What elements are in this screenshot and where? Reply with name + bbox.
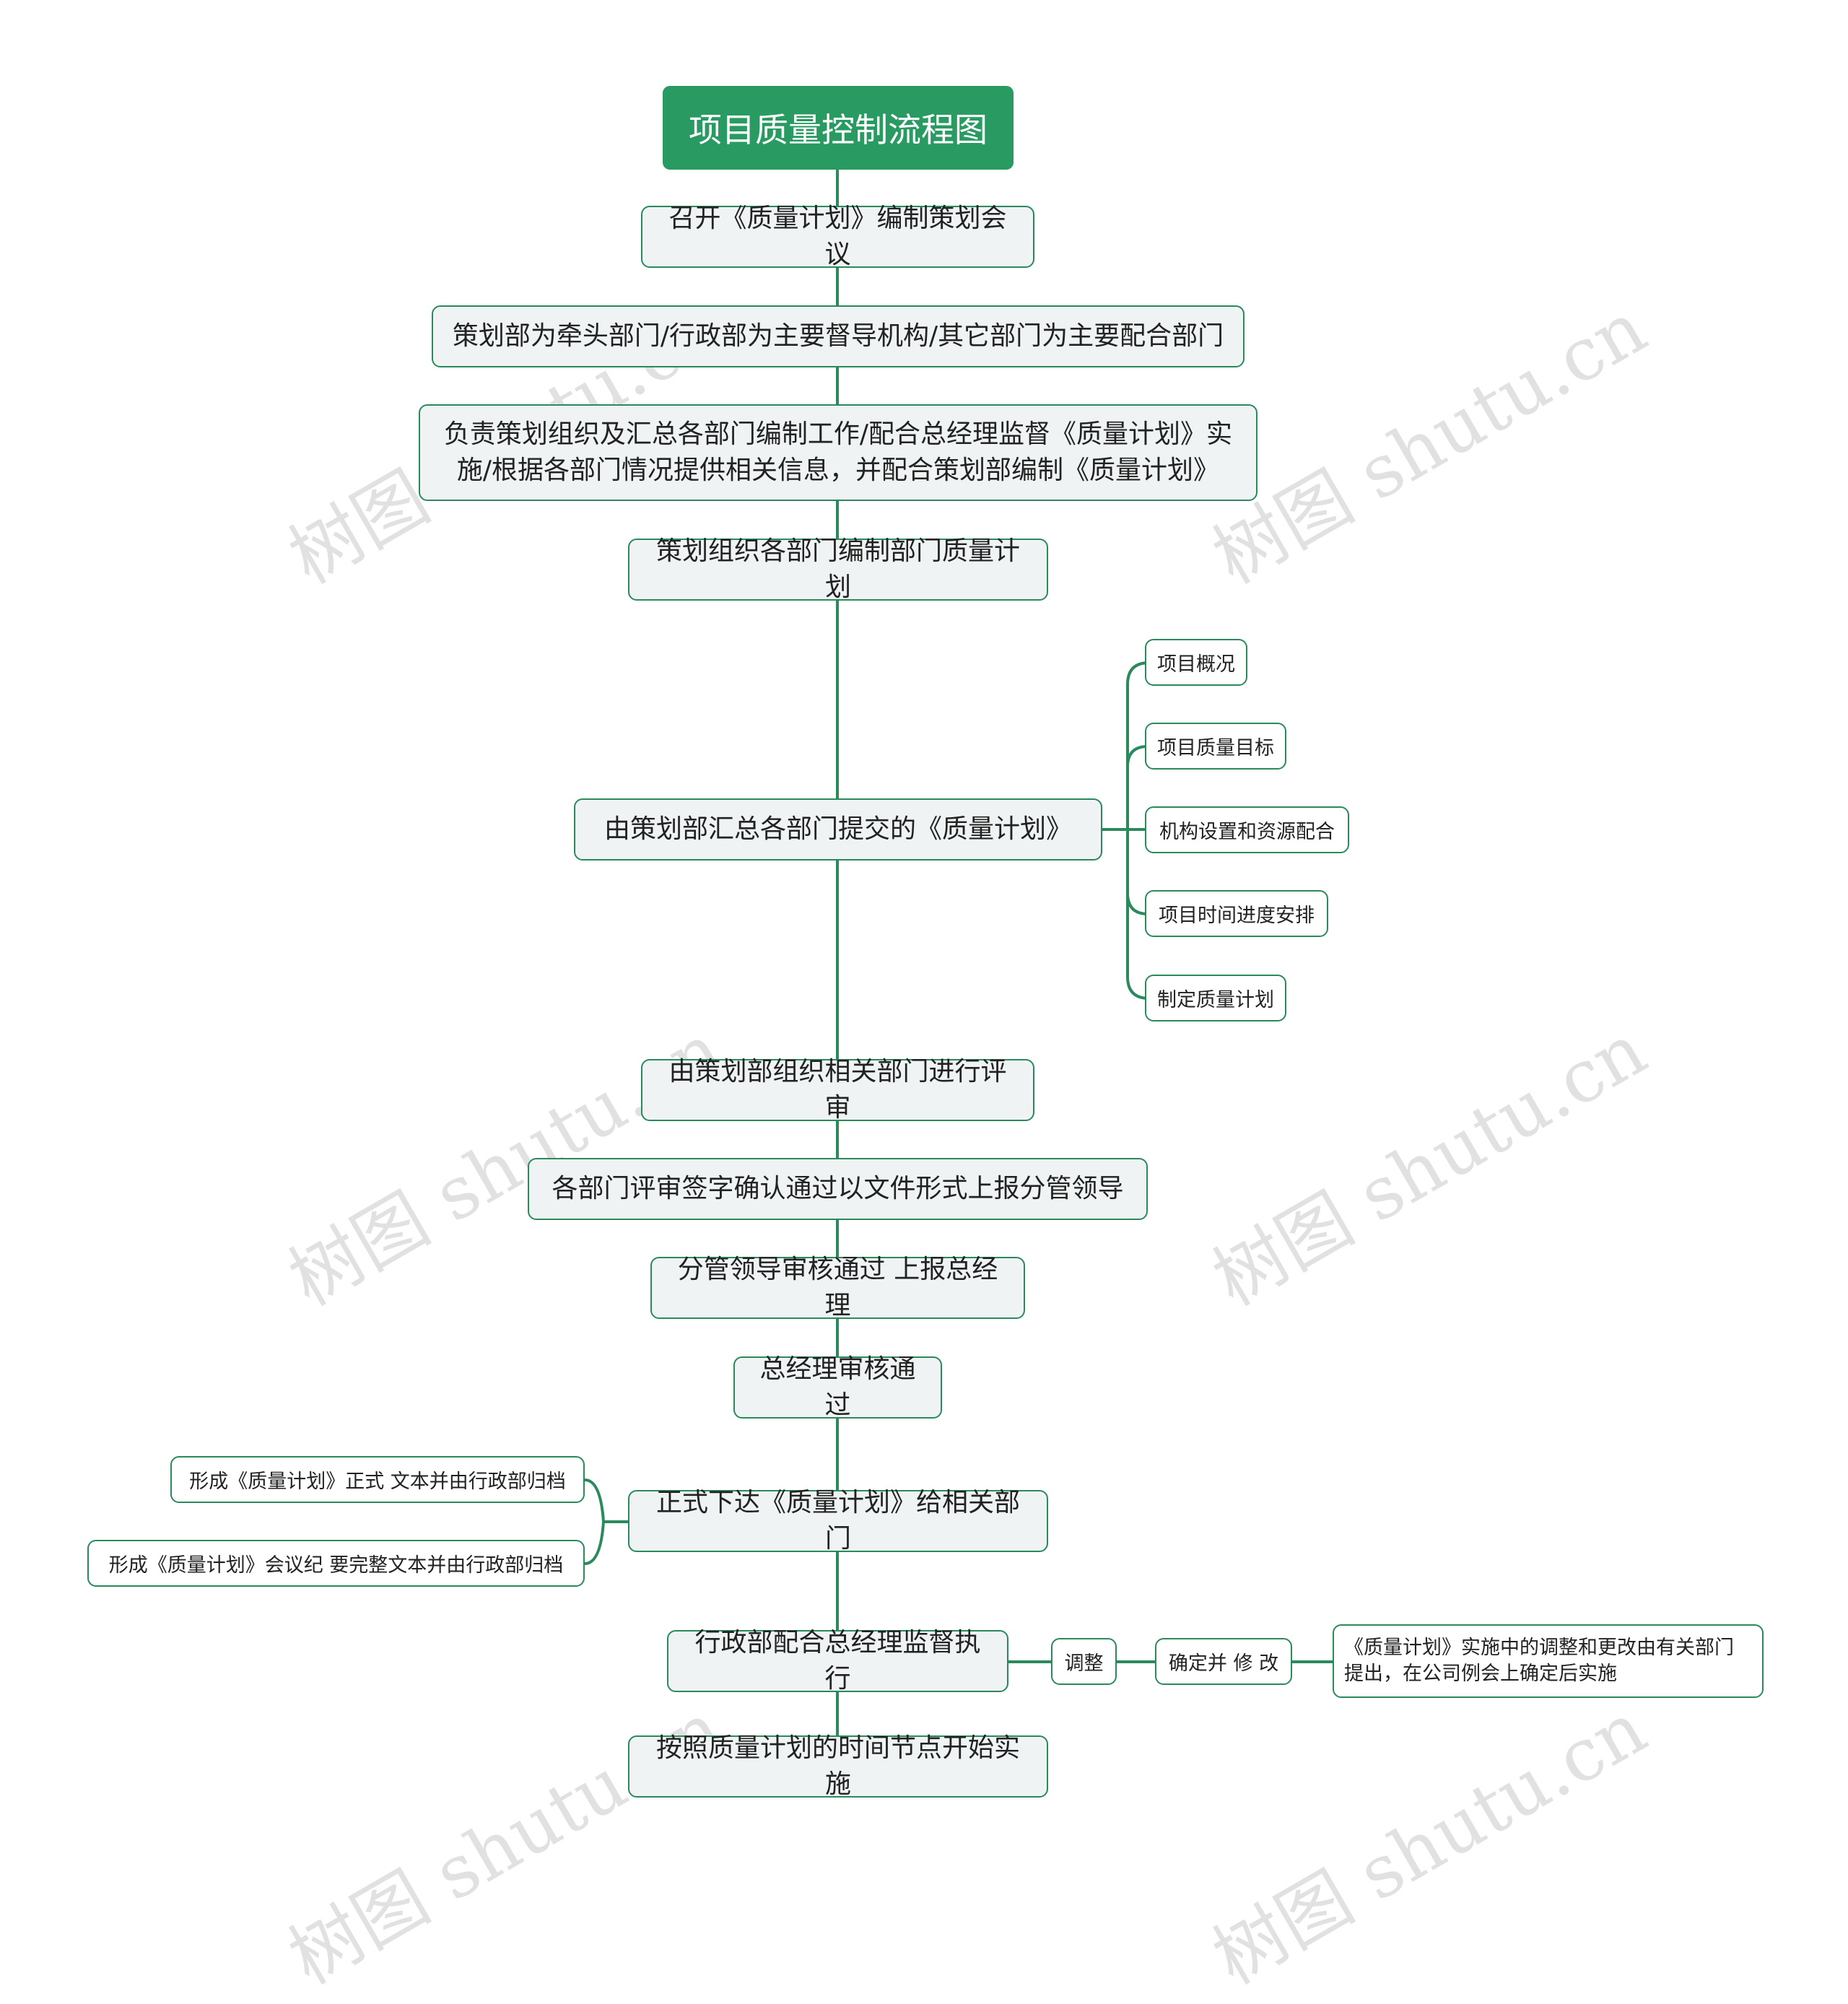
step-node[interactable]: 负责策划组织及汇总各部门编制工作/配合总经理监督《质量计划》实施/根据各部门情况… (419, 404, 1258, 501)
issue-output-node[interactable]: 形成《质量计划》正式 文本并由行政部归档 (170, 1456, 585, 1503)
connector-lines (583, 169, 1335, 1738)
step-node[interactable]: 总经理审核通过 (733, 1354, 942, 1420)
step-node[interactable]: 分管领导审核通过 上报总经理 (650, 1255, 1025, 1320)
step-node[interactable]: 正式下达《质量计划》给相关部门 (628, 1488, 1048, 1554)
step-node[interactable]: 按照质量计划的时间节点开始实施 (628, 1733, 1048, 1799)
step-node[interactable]: 行政部配合总经理监督执行 (667, 1628, 1008, 1694)
root-node[interactable]: 项目质量控制流程图 (663, 86, 1014, 170)
step-node[interactable]: 召开《质量计划》编制策划会议 (641, 204, 1034, 269)
step-node[interactable]: 策划部为牵头部门/行政部为主要督导机构/其它部门为主要配合部门 (432, 305, 1245, 367)
step-node[interactable]: 策划组织各部门编制部门质量计划 (628, 536, 1048, 602)
adjustment-note-node[interactable]: 《质量计划》实施中的调整和更改由有关部门提出，在公司例会上确定后实施 (1333, 1624, 1764, 1698)
plan-content-node[interactable]: 制定质量计划 (1145, 975, 1286, 1021)
plan-content-node[interactable]: 项目时间进度安排 (1145, 890, 1328, 937)
step-node[interactable]: 各部门评审签字确认通过以文件形式上报分管领导 (528, 1158, 1148, 1220)
step-node[interactable]: 由策划部组织相关部门进行评审 (641, 1057, 1034, 1123)
plan-content-node[interactable]: 项目质量目标 (1145, 723, 1286, 770)
plan-content-node[interactable]: 机构设置和资源配合 (1145, 806, 1349, 853)
step-node[interactable]: 由策划部汇总各部门提交的《质量计划》 (574, 798, 1102, 861)
plan-content-node[interactable]: 项目概况 (1145, 639, 1247, 686)
issue-output-node[interactable]: 形成《质量计划》会议纪 要完整文本并由行政部归档 (87, 1540, 585, 1587)
confirm-modify-node[interactable]: 确定并 修 改 (1155, 1638, 1292, 1685)
adjust-node[interactable]: 调整 (1051, 1638, 1117, 1685)
